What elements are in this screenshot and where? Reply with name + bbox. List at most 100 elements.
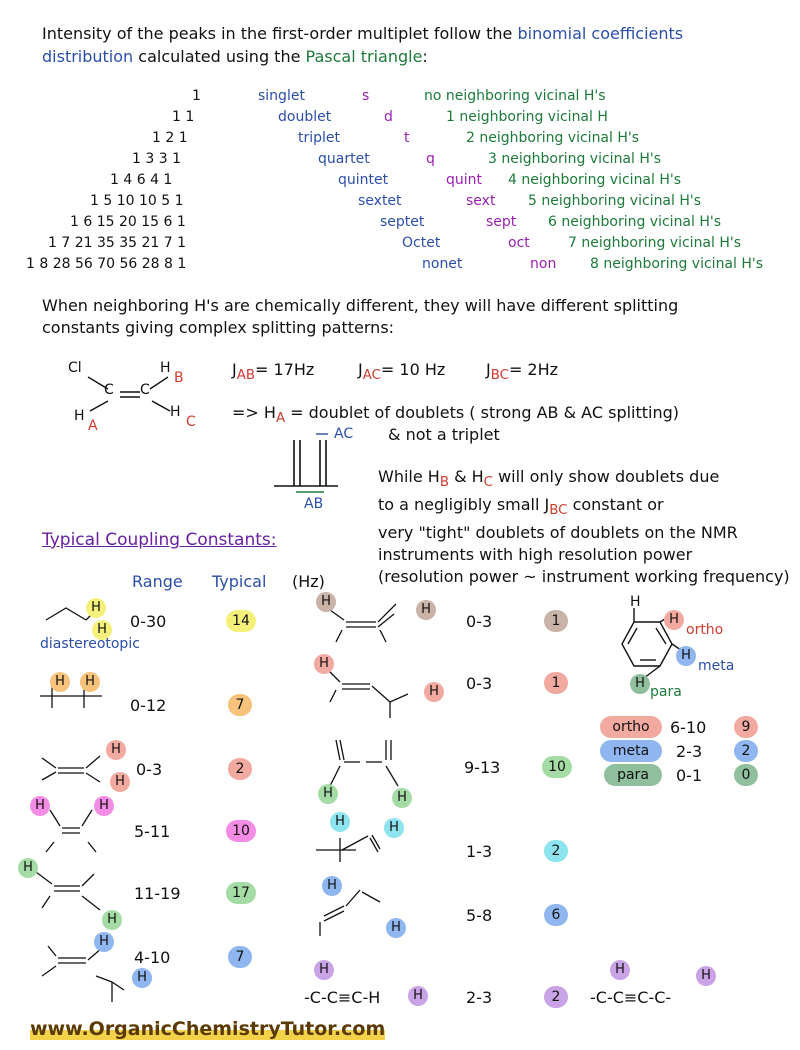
- aromatic-meta-typical: 2: [734, 740, 758, 762]
- pascal-name-8: nonet: [422, 256, 463, 272]
- h-bubble-cis-1: H: [30, 796, 50, 816]
- pascal-name-6: septet: [380, 214, 425, 230]
- atom-c2: C: [140, 382, 150, 398]
- h-bubble-gem-1: H: [106, 740, 126, 760]
- pascal-abbr-2: t: [404, 130, 410, 146]
- aromatic-meta-range: 2-3: [676, 742, 703, 761]
- h-bubble-allylic-1: H: [94, 932, 114, 952]
- not-triplet: & not a triplet: [388, 425, 500, 444]
- h-bubble-diastereo-1: H: [86, 598, 106, 618]
- h-bubble-r-6a: H: [314, 960, 334, 980]
- h-bubble-para: H: [630, 674, 650, 694]
- while-2b: BC: [549, 503, 568, 519]
- left-typical-2: 2: [228, 758, 252, 780]
- vinyl-chloride-diagram: [87, 376, 171, 412]
- h-bubble-r-2a: H: [314, 654, 334, 674]
- j-ab-sub: AB: [236, 368, 255, 384]
- footer-website[interactable]: www.OrganicChemistryTutor.com: [30, 1018, 386, 1040]
- ha-conclusion: => HA = doublet of doublets ( strong AB …: [232, 403, 679, 426]
- pascal-desc-1: 1 neighboring vicinal H: [446, 109, 608, 125]
- pascal-nums-0: 1: [192, 88, 201, 104]
- pascal-abbr-4: quint: [446, 172, 483, 188]
- ac-label: AC: [334, 426, 354, 442]
- complex-line1: When neighboring H's are chemically diff…: [42, 296, 679, 315]
- pascal-desc-2: 2 neighboring vicinal H's: [466, 130, 640, 146]
- h-bubble-r-3b: H: [392, 788, 412, 808]
- while-1: While H: [378, 467, 440, 486]
- left-range-2: 0-3: [136, 760, 163, 779]
- pascal-nums-6: 1 6 15 20 15 6 1: [70, 214, 186, 230]
- pascal-name-7: Octet: [402, 235, 441, 251]
- h-bubble-r-4a: H: [330, 812, 350, 832]
- atom-ha-label: A: [88, 418, 98, 434]
- right-typical-4: 6: [544, 904, 568, 926]
- left-typical-1: 7: [228, 694, 252, 716]
- ortho-label: ortho: [686, 622, 724, 638]
- left-typical-0: 14: [226, 610, 256, 632]
- pascal-name-4: quintet: [338, 172, 389, 188]
- atom-hb-label: B: [174, 370, 184, 386]
- h-bubble-vicinal-2: H: [80, 672, 100, 692]
- pascal-abbr-1: d: [384, 109, 393, 125]
- intro-line2: calculated using the: [138, 47, 301, 66]
- left-typical-5: 7: [228, 946, 252, 968]
- pascal-nums-8: 1 8 28 56 70 56 28 8 1: [26, 256, 187, 272]
- while-4: instruments with high resolution power: [378, 545, 693, 565]
- h-bubble-r-2b: H: [424, 682, 444, 702]
- h-bubble-vicinal-1: H: [50, 672, 70, 692]
- h-bubble-cis-2: H: [94, 796, 114, 816]
- while-1e: will only show doublets due: [498, 467, 720, 486]
- intro-distribution: distribution: [42, 47, 134, 66]
- atom-hc-label: C: [186, 414, 196, 430]
- aromatic-para-range: 0-1: [676, 766, 703, 785]
- left-typical-4: 17: [226, 882, 256, 904]
- pascal-name-0: singlet: [258, 88, 305, 104]
- pascal-nums-7: 1 7 21 35 35 21 7 1: [48, 235, 187, 251]
- right-range-3: 1-3: [466, 842, 493, 861]
- pascal-name-3: quartet: [318, 151, 370, 167]
- j-ab-j: J: [232, 360, 237, 379]
- pascal-desc-4: 4 neighboring vicinal H's: [508, 172, 682, 188]
- pascal-abbr-7: oct: [508, 235, 530, 251]
- coupling-title: Typical Coupling Constants:: [42, 530, 277, 550]
- h-bubble-trans-2: H: [102, 910, 122, 930]
- ha-rest: = doublet of doublets ( strong AB & AC s…: [290, 403, 680, 422]
- right-typical-0: 1: [544, 610, 568, 632]
- while-1b: B: [439, 475, 449, 491]
- pascal-nums-4: 1 4 6 4 1: [110, 172, 173, 188]
- col-range: Range: [132, 572, 183, 591]
- while-1c: & H: [454, 467, 484, 486]
- h-bubble-ortho: H: [664, 610, 684, 630]
- right-range-4: 5-8: [466, 906, 493, 925]
- aromatic-ortho-typical: 9: [734, 716, 758, 738]
- h-bubble-meta: H: [676, 646, 696, 666]
- j-bc-j: J: [486, 360, 491, 379]
- pascal-abbr-0: s: [362, 88, 370, 104]
- left-range-4: 11-19: [134, 884, 181, 903]
- h-bubble-propargyl-2: H: [696, 966, 716, 986]
- j-ab: JAB= 17Hz: [232, 360, 314, 383]
- meta-label: meta: [698, 658, 735, 674]
- while-5: (resolution power ~ instrument working f…: [378, 567, 790, 587]
- h-bubble-r-6b: H: [408, 986, 428, 1006]
- ha-sub: A: [275, 411, 286, 427]
- left-range-1: 0-12: [130, 696, 167, 715]
- j-bc-value: = 2Hz: [508, 360, 559, 379]
- right-typical-2: 10: [542, 756, 572, 778]
- atom-c1: C: [104, 382, 114, 398]
- aromatic-ortho-range: 6-10: [670, 718, 707, 737]
- atom-ha: H: [74, 408, 85, 424]
- right-structures: [316, 603, 409, 936]
- h-bubble-r-1b: H: [416, 600, 436, 620]
- j-bc-sub: BC: [490, 368, 509, 384]
- alkyne-structure-2: -C-C≡C-C-: [590, 988, 672, 1007]
- right-range-0: 0-3: [466, 612, 493, 631]
- left-structures: [36, 607, 125, 1002]
- while-paragraph: While HB & HC will only show doublets du…: [378, 466, 790, 588]
- left-range-5: 4-10: [134, 948, 171, 967]
- j-bc: JBC= 2Hz: [486, 360, 558, 383]
- right-range-5: 2-3: [466, 988, 493, 1007]
- while-1d: C: [483, 475, 493, 491]
- col-typical: Typical: [212, 572, 267, 591]
- h-bubble-gem-2: H: [110, 772, 130, 792]
